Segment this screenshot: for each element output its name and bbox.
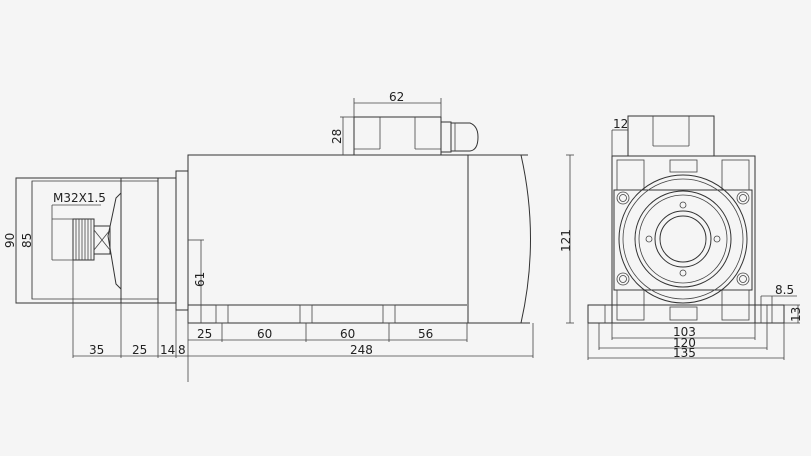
dim-foot-2: 60: [257, 327, 272, 341]
front-flange-plate: [613, 189, 753, 291]
front-view: 12 8.5 13 103 120 135: [587, 115, 803, 360]
dim-flange-a: 14: [160, 343, 175, 357]
dim-foot-height: 61: [193, 272, 207, 287]
collet-cone: [107, 191, 122, 291]
front-housing: [611, 155, 756, 324]
front-base: [587, 304, 785, 324]
dim-mount-slot: 8.5: [775, 283, 794, 297]
side-view: M32X1.5 61 62 28 121: [3, 90, 574, 382]
dim-body-length: 248: [350, 343, 373, 357]
dim-width-outer: 135: [673, 346, 696, 360]
dim-nose-b: 25: [132, 343, 147, 357]
cable-gland: [441, 121, 479, 153]
dim-nose-outer: 90: [3, 233, 17, 248]
dim-top-offset: 12: [613, 117, 628, 131]
dim-junction-height: 28: [330, 129, 344, 144]
spindle-bore: [659, 215, 707, 263]
front-outer-ring: [618, 174, 748, 304]
dim-foot-3: 60: [340, 327, 355, 341]
flange: [157, 177, 177, 304]
dim-foot-1: 25: [197, 327, 212, 341]
dim-width-mid: 120: [673, 336, 696, 350]
dim-nose-a: 35: [89, 343, 104, 357]
motor-end-cap: [520, 154, 531, 324]
dim-body-height: 121: [559, 229, 573, 252]
flange-plate: [175, 170, 189, 311]
dim-junction-width: 62: [389, 90, 404, 104]
dim-base-height: 13: [789, 307, 803, 322]
dim-foot-4: 56: [418, 327, 433, 341]
front-junction-box: [627, 115, 715, 157]
thread-label: M32X1.5: [53, 191, 106, 205]
junction-box: [353, 116, 442, 156]
motor-body: [187, 154, 469, 324]
hex-nut: [93, 225, 111, 255]
dim-width-inner: 103: [673, 325, 696, 339]
dim-nose-inner: 85: [20, 233, 34, 248]
dim-flange-b: 8: [178, 343, 186, 357]
